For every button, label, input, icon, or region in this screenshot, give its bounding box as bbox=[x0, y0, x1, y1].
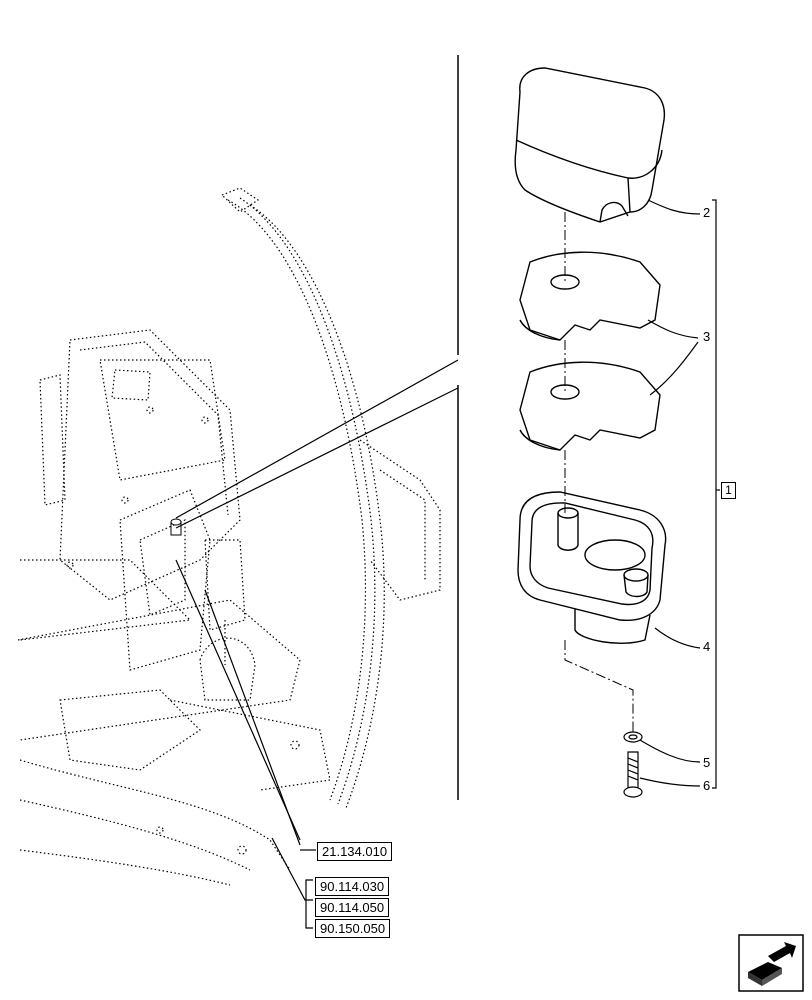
part-2-armrest-pad bbox=[514, 67, 666, 223]
reference-link[interactable]: 21.134.010 bbox=[317, 842, 393, 861]
part-6-screw bbox=[623, 751, 643, 798]
reference-link[interactable]: 90.150.050 bbox=[315, 919, 391, 938]
part-5-lock-washer bbox=[623, 731, 643, 743]
part-3-adhesive-pad-upper bbox=[519, 251, 661, 341]
reference-leaders bbox=[175, 559, 316, 929]
reference-link[interactable]: 90.114.050 bbox=[315, 898, 390, 917]
armrest-mount-marker bbox=[170, 518, 182, 536]
detail-pointer-lines bbox=[175, 359, 459, 529]
cab-frame-illustration bbox=[17, 187, 441, 886]
callout-2: 2 bbox=[703, 205, 711, 220]
page-navigation-arrow-icon[interactable] bbox=[738, 934, 804, 992]
reference-link[interactable]: 90.114.030 bbox=[315, 877, 390, 896]
part-3-adhesive-pad-lower bbox=[519, 361, 661, 451]
callout-4: 4 bbox=[703, 639, 711, 654]
callout-leaders bbox=[639, 199, 720, 789]
callout-6: 6 bbox=[703, 778, 711, 793]
callout-1-kit-box: 1 bbox=[721, 482, 736, 499]
part-4-armrest-base bbox=[517, 491, 667, 644]
callout-3: 3 bbox=[703, 329, 711, 344]
assembly-axis bbox=[564, 212, 634, 732]
callout-5: 5 bbox=[703, 755, 711, 770]
